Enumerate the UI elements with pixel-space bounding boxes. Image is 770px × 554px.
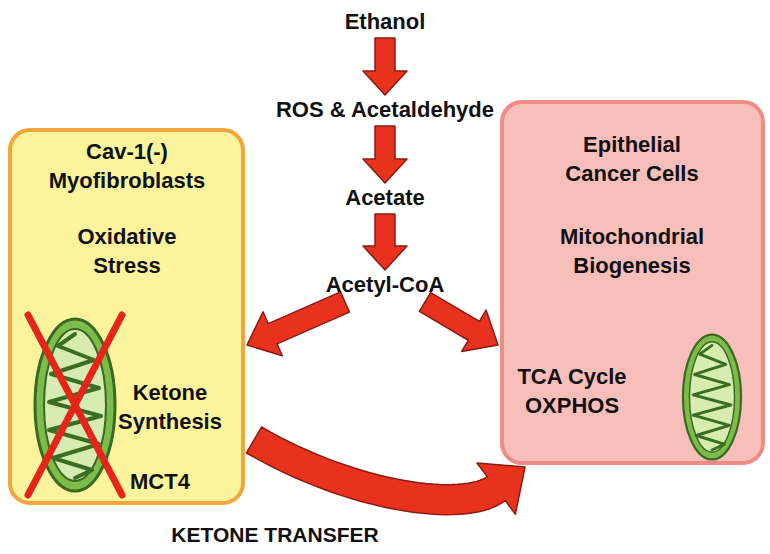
cell-title: Epithelial Cancer Cells [550,130,715,188]
cell-box: Epithelial Cancer CellsMitochondrial Bio… [500,100,765,465]
block-arrow [363,214,407,270]
process-label: MCT4 [115,467,205,496]
block-arrow [247,292,349,356]
cell-title: Cav-1(-) Myofibroblasts [38,137,216,195]
edge-label: KETONE TRANSFER [171,522,378,548]
mitochondrion [672,328,752,466]
metabolite-label: ROS & Acetaldehyde [276,97,495,123]
cell-box: Cav-1(-) MyofibroblastsOxidative StressK… [8,128,245,505]
metabolite-label: Ethanol [345,9,426,35]
metabolite-label: Acetyl-CoA [326,272,445,298]
process-label: Mitochondrial Biogenesis [545,222,720,280]
metabolite-label: Acetate [345,185,425,211]
block-arrow [363,126,407,183]
metabolite-node: Ethanol [345,9,426,35]
block-arrow [246,427,525,515]
process-label: Oxidative Stress [41,222,213,280]
mitochondrion-crossed [20,310,130,500]
block-arrow [419,293,498,352]
block-arrow [363,38,407,95]
process-label: Ketone Synthesis [111,378,229,436]
metabolite-node: Acetyl-CoA [326,272,445,298]
metabolite-node: Acetate [345,185,425,211]
process-label: TCA Cycle OXPHOS [508,362,636,420]
metabolite-node: ROS & Acetaldehyde [276,97,495,123]
